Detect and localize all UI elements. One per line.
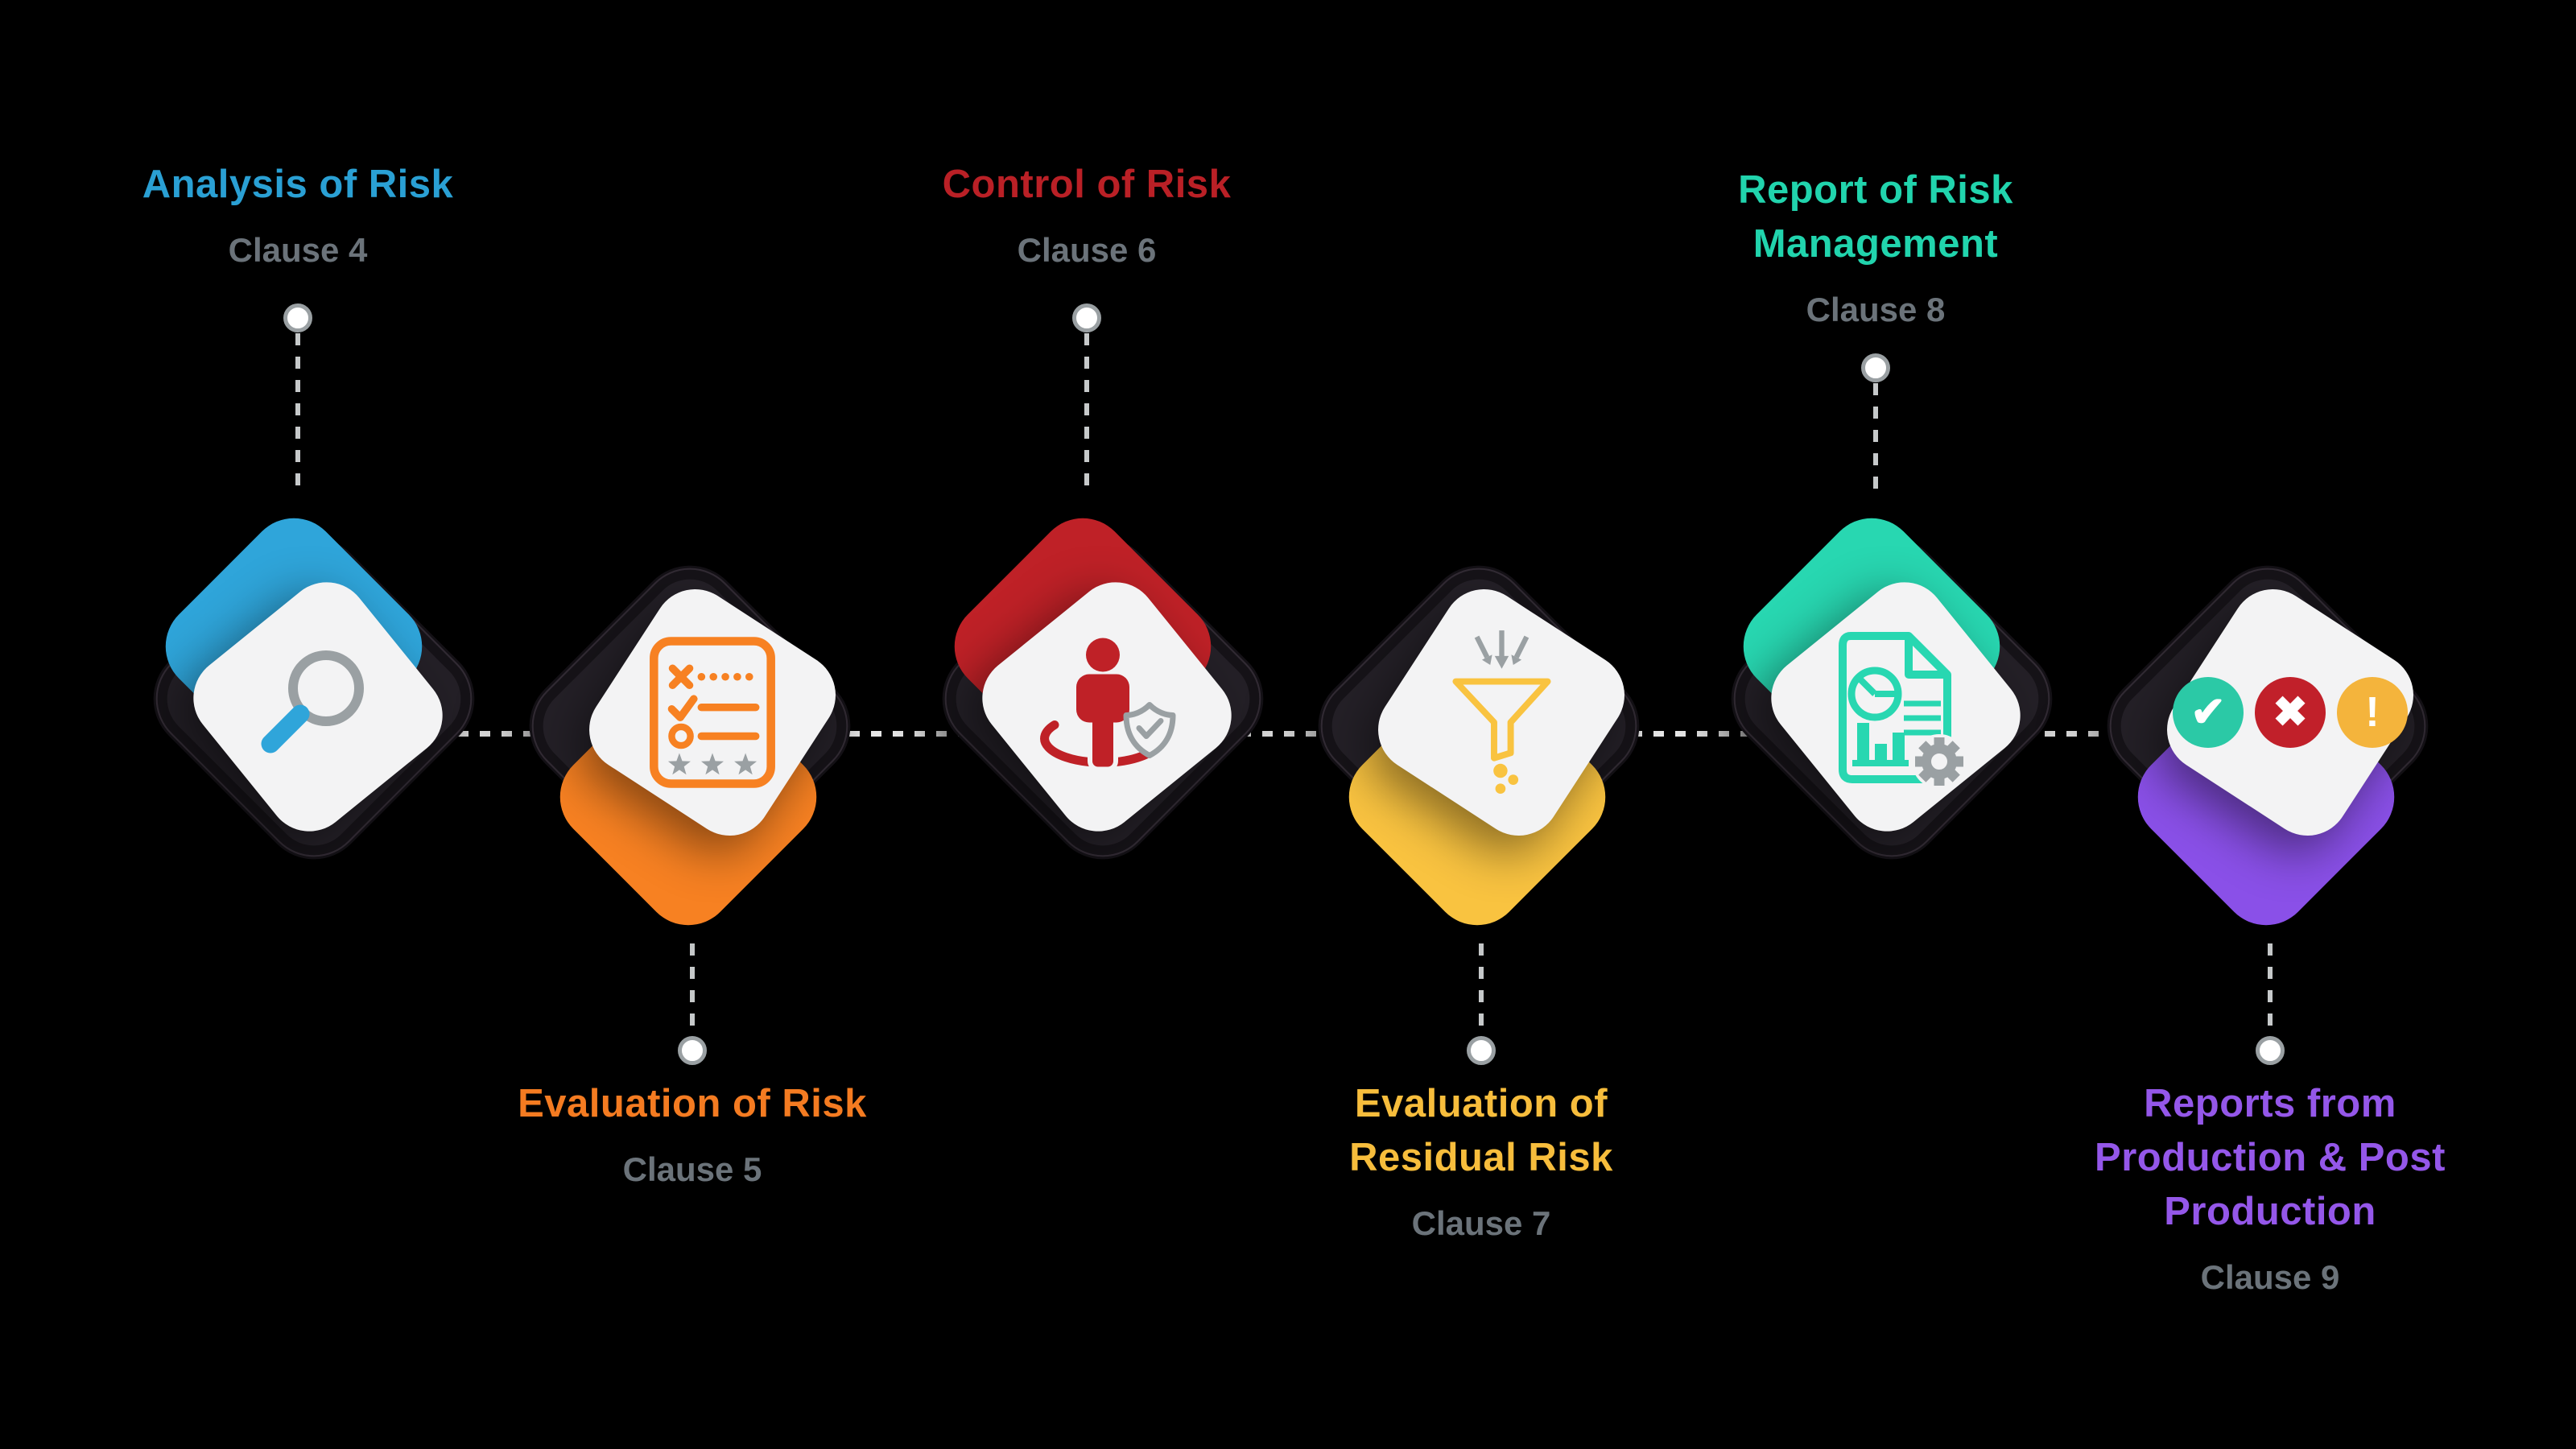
diamond-cluster: ✔ ✖ ! bbox=[2088, 547, 2463, 944]
funnel-body bbox=[1451, 678, 1551, 762]
icon-card bbox=[573, 573, 852, 852]
shadow-diamond bbox=[1299, 547, 1658, 906]
connector-line bbox=[2268, 943, 2273, 1029]
color-diamond bbox=[2119, 650, 2413, 944]
checklist-x-mark bbox=[668, 664, 694, 690]
magnifier-icon bbox=[237, 626, 398, 787]
module-clause: Clause 8 bbox=[1806, 291, 1946, 328]
color-diamond bbox=[935, 499, 1230, 794]
connector-line bbox=[1084, 333, 1089, 491]
module-clause: Clause 4 bbox=[228, 231, 368, 269]
connector-dot bbox=[1072, 303, 1101, 332]
module-title: Evaluation of Residual Risk bbox=[1349, 1082, 1613, 1179]
module-label: Evaluation of Risk Clause 5 bbox=[435, 1077, 950, 1189]
report-folded-corner bbox=[1905, 636, 1947, 679]
funnel-drops bbox=[1492, 763, 1518, 795]
person-head bbox=[1086, 638, 1120, 671]
check-circle-icon: ✔ bbox=[2173, 677, 2244, 748]
connector-dot bbox=[678, 1036, 707, 1065]
person-shield-icon bbox=[1026, 626, 1187, 787]
module-title: Report of Risk Management bbox=[1738, 168, 2013, 266]
shadow-diamond bbox=[923, 519, 1282, 878]
report-text-lines bbox=[1904, 700, 1941, 736]
icon-card bbox=[176, 565, 460, 848]
icon-card bbox=[2151, 573, 2429, 852]
checklist-stars bbox=[667, 753, 758, 775]
diamond-cluster bbox=[1699, 499, 2071, 878]
report-sheet bbox=[1839, 632, 1951, 783]
shield-check bbox=[1123, 701, 1176, 758]
connector-dot bbox=[283, 303, 312, 332]
shadow-diamond bbox=[510, 547, 869, 906]
report-pie-slices bbox=[1856, 675, 1898, 697]
module-label: Control of Risk Clause 6 bbox=[829, 158, 1344, 270]
funnel-input-arrows bbox=[1474, 630, 1529, 669]
connector-line bbox=[1479, 943, 1484, 1029]
diamond-cluster bbox=[1299, 547, 1674, 944]
shadow-diamond bbox=[2088, 547, 2447, 906]
color-diamond bbox=[1330, 650, 1624, 944]
magnifier-glass bbox=[288, 650, 364, 726]
cross-circle-icon: ✖ bbox=[2255, 677, 2326, 748]
report-pie-chart bbox=[1847, 667, 1902, 721]
icon-card bbox=[965, 565, 1249, 848]
checklist-check-mark bbox=[667, 695, 698, 722]
diamond-cluster bbox=[910, 499, 1282, 878]
color-diamond bbox=[147, 499, 441, 794]
connector-line bbox=[690, 943, 695, 1029]
shadow-diamond bbox=[1712, 519, 2071, 878]
diamond-cluster bbox=[121, 499, 493, 878]
module-title: Control of Risk bbox=[942, 163, 1232, 206]
cross-glyph: ✖ bbox=[2273, 689, 2308, 736]
module-title: Reports from Production & Post Productio… bbox=[2095, 1082, 2446, 1233]
connector-line bbox=[295, 333, 300, 491]
module-title: Analysis of Risk bbox=[142, 163, 454, 206]
funnel-icon bbox=[1421, 630, 1582, 795]
icon-card bbox=[1754, 565, 2037, 848]
module-label: Analysis of Risk Clause 4 bbox=[40, 158, 555, 270]
module-title: Evaluation of Risk bbox=[518, 1082, 867, 1125]
report-gear-icon bbox=[1815, 626, 1976, 787]
magnifier-handle bbox=[261, 704, 310, 753]
module-label: Evaluation of Residual Risk Clause 7 bbox=[1308, 1077, 1654, 1243]
report-bar-chart bbox=[1852, 723, 1909, 766]
person-legs bbox=[1088, 710, 1118, 771]
gear-icon bbox=[1912, 734, 1967, 787]
checklist-icon bbox=[632, 632, 793, 793]
check-glyph: ✔ bbox=[2190, 689, 2226, 736]
checklist-sheet bbox=[650, 637, 775, 788]
diamond-cluster bbox=[510, 547, 886, 944]
timeline-dotted-line bbox=[306, 731, 2278, 737]
module-clause: Clause 7 bbox=[1411, 1204, 1551, 1242]
exclamation-circle-icon: ! bbox=[2337, 677, 2408, 748]
color-diamond bbox=[1724, 499, 2019, 794]
color-diamond bbox=[541, 650, 836, 944]
connector-line bbox=[1873, 383, 1878, 491]
connector-dot bbox=[1467, 1036, 1496, 1065]
module-clause: Clause 9 bbox=[2200, 1258, 2340, 1296]
connector-dot bbox=[1861, 353, 1890, 382]
module-clause: Clause 6 bbox=[1017, 231, 1157, 269]
module-label: Reports from Production & Post Productio… bbox=[2037, 1077, 2504, 1297]
module-label: Report of Risk Management Clause 8 bbox=[1686, 163, 2065, 329]
module-clause: Clause 5 bbox=[622, 1150, 762, 1188]
exclamation-glyph: ! bbox=[2365, 689, 2380, 736]
person-torso bbox=[1076, 674, 1129, 722]
icon-card bbox=[1362, 573, 1641, 852]
status-circles-icon: ✔ ✖ ! bbox=[2169, 632, 2411, 793]
connector-dot bbox=[2256, 1036, 2285, 1065]
shadow-diamond bbox=[134, 519, 493, 878]
